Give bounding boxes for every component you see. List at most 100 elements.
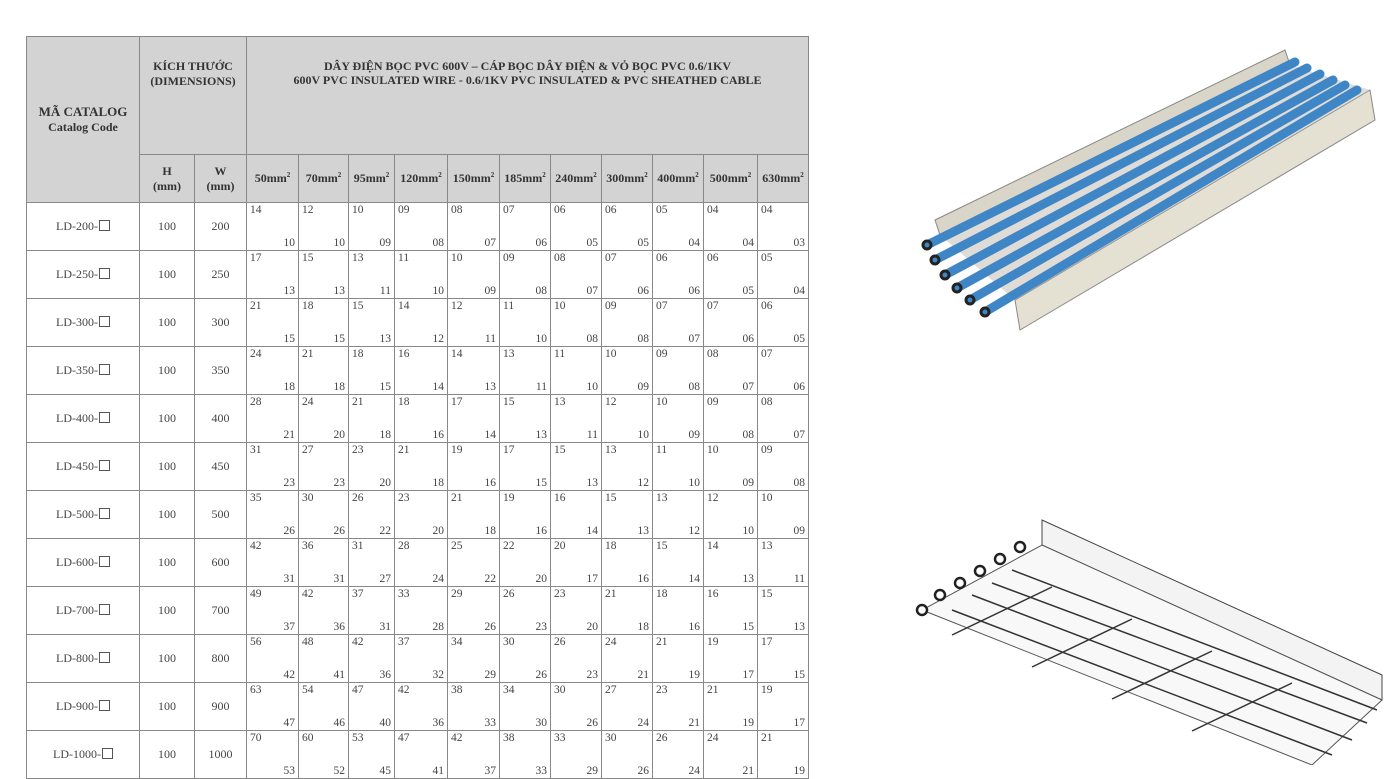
capacity-bottom-value: 24 <box>688 765 701 777</box>
capacity-bottom-value: 13 <box>793 621 806 633</box>
height-cell-text: 100 <box>158 267 176 281</box>
catalog-code-cell: LD-400- <box>26 394 140 443</box>
capacity-top-value: 17 <box>451 396 463 408</box>
capacity-bottom-value: 10 <box>586 381 599 393</box>
capacity-top-value: 30 <box>302 492 314 504</box>
capacity-bottom-value: 26 <box>333 525 346 537</box>
capacity-bottom-value: 13 <box>379 333 392 345</box>
capacity-top-value: 13 <box>605 444 617 456</box>
capacity-bottom-value: 28 <box>432 621 445 633</box>
capacity-bottom-value: 03 <box>793 237 806 249</box>
cable-size-header: 70mm2 <box>298 154 349 203</box>
width-cell: 1000 <box>194 730 247 779</box>
capacity-bottom-value: 17 <box>742 669 755 681</box>
capacity-bottom-value: 21 <box>637 669 650 681</box>
capacity-top-value: 16 <box>554 492 566 504</box>
cable-size-label: 95mm <box>353 171 386 185</box>
capacity-top-value: 35 <box>250 492 262 504</box>
capacity-top-value: 15 <box>605 492 617 504</box>
capacity-top-value: 24 <box>707 732 719 744</box>
capacity-bottom-value: 45 <box>379 765 392 777</box>
capacity-bottom-value: 18 <box>283 381 296 393</box>
catalog-code-cell-text: LD-600- <box>56 555 98 569</box>
capacity-bottom-value: 10 <box>432 285 445 297</box>
capacity-bottom-value: 41 <box>432 765 445 777</box>
superscript: 2 <box>490 171 495 179</box>
width-cell-text: 800 <box>211 651 230 665</box>
capacity-top-value: 04 <box>707 204 719 216</box>
capacity-bottom-value: 37 <box>484 765 497 777</box>
capacity-bottom-value: 15 <box>283 333 296 345</box>
capacity-bottom-value: 16 <box>432 429 445 441</box>
catalog-code-cell: LD-250- <box>26 250 140 299</box>
capacity-bottom-value: 09 <box>793 525 806 537</box>
capacity-top-value: 06 <box>656 252 668 264</box>
width-cell-text: 600 <box>211 555 230 569</box>
capacity-bottom-value: 18 <box>637 621 650 633</box>
capacity-top-value: 08 <box>707 348 719 360</box>
catalog-code-vi: MÃ CATALOG <box>38 104 128 119</box>
capacity-top-value: 07 <box>503 204 515 216</box>
capacity-bottom-value: 14 <box>432 381 445 393</box>
capacity-bottom-value: 36 <box>432 717 445 729</box>
catalog-code-cell-text: LD-250- <box>56 267 98 281</box>
capacity-bottom-value: 23 <box>283 477 296 489</box>
catalog-code-cell-text: LD-800- <box>56 651 98 665</box>
capacity-top-value: 14 <box>250 204 262 216</box>
capacity-top-value: 26 <box>352 492 364 504</box>
capacity-bottom-value: 33 <box>484 717 497 729</box>
capacity-top-value: 16 <box>707 588 719 600</box>
capacity-bottom-value: 23 <box>333 477 346 489</box>
checkbox-placeholder-icon <box>99 604 110 615</box>
capacity-top-value: 34 <box>451 636 463 648</box>
capacity-top-value: 56 <box>250 636 262 648</box>
capacity-top-value: 53 <box>352 732 364 744</box>
checkbox-placeholder-icon <box>99 700 110 711</box>
capacity-top-value: 21 <box>761 732 773 744</box>
catalog-code-cell: LD-800- <box>26 634 140 683</box>
superscript: 2 <box>747 171 752 179</box>
capacity-bottom-value: 07 <box>688 333 701 345</box>
cable-size-label: 70mm <box>305 171 338 185</box>
superscript: 2 <box>438 171 442 179</box>
capacity-top-value: 23 <box>398 492 410 504</box>
capacity-bottom-value: 26 <box>484 621 497 633</box>
width-cell: 800 <box>194 634 247 683</box>
superscript: 2 <box>695 171 699 179</box>
capacity-top-value: 06 <box>605 204 617 216</box>
cable-size-header: 240mm2 <box>550 154 602 203</box>
capacity-bottom-value: 30 <box>535 717 548 729</box>
capacity-bottom-value: 04 <box>793 285 806 297</box>
capacity-top-value: 09 <box>398 204 410 216</box>
capacity-bottom-value: 14 <box>484 429 497 441</box>
